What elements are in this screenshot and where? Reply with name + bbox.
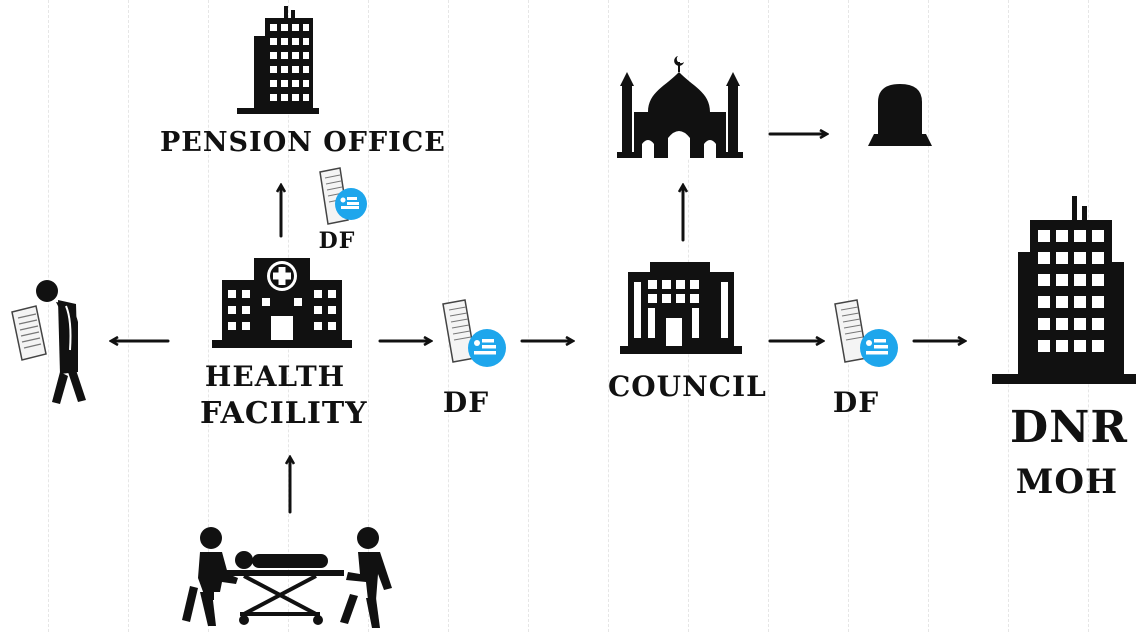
df-middle-label: DF bbox=[442, 386, 490, 419]
grid-line bbox=[128, 0, 129, 632]
grief-document-icon bbox=[11, 305, 47, 361]
tombstone-icon bbox=[868, 84, 932, 146]
death-form-icon bbox=[834, 299, 898, 367]
death-form-icon bbox=[442, 299, 506, 367]
pension-office-label: PENSION OFFICE bbox=[160, 127, 446, 158]
grid-line bbox=[208, 0, 209, 632]
council-building-icon bbox=[620, 262, 742, 354]
mosque-icon bbox=[617, 56, 743, 158]
grid-line bbox=[368, 0, 369, 632]
ministry-building-icon bbox=[992, 196, 1136, 384]
moh-label: MOH bbox=[1015, 462, 1119, 502]
grieving-person-icon bbox=[11, 280, 86, 404]
council-label: COUNCIL bbox=[608, 370, 767, 403]
death-form-icon bbox=[319, 167, 367, 225]
df-right-label: DF bbox=[832, 386, 880, 419]
pension-office-building-icon bbox=[237, 6, 319, 114]
health-facility-label-line2: FACILITY bbox=[200, 396, 368, 431]
grid-line bbox=[768, 0, 769, 632]
health-facility-label-line1: HEALTH bbox=[204, 360, 346, 393]
grid-line bbox=[608, 0, 609, 632]
grid-line bbox=[48, 0, 49, 632]
stretcher-team-icon bbox=[182, 527, 392, 628]
grid-line bbox=[528, 0, 529, 632]
grid-line bbox=[928, 0, 929, 632]
dnr-label: DNR bbox=[1010, 402, 1128, 453]
grid-line bbox=[1008, 0, 1009, 632]
health-facility-icon bbox=[212, 258, 352, 348]
df-top-label: DF bbox=[318, 228, 356, 254]
